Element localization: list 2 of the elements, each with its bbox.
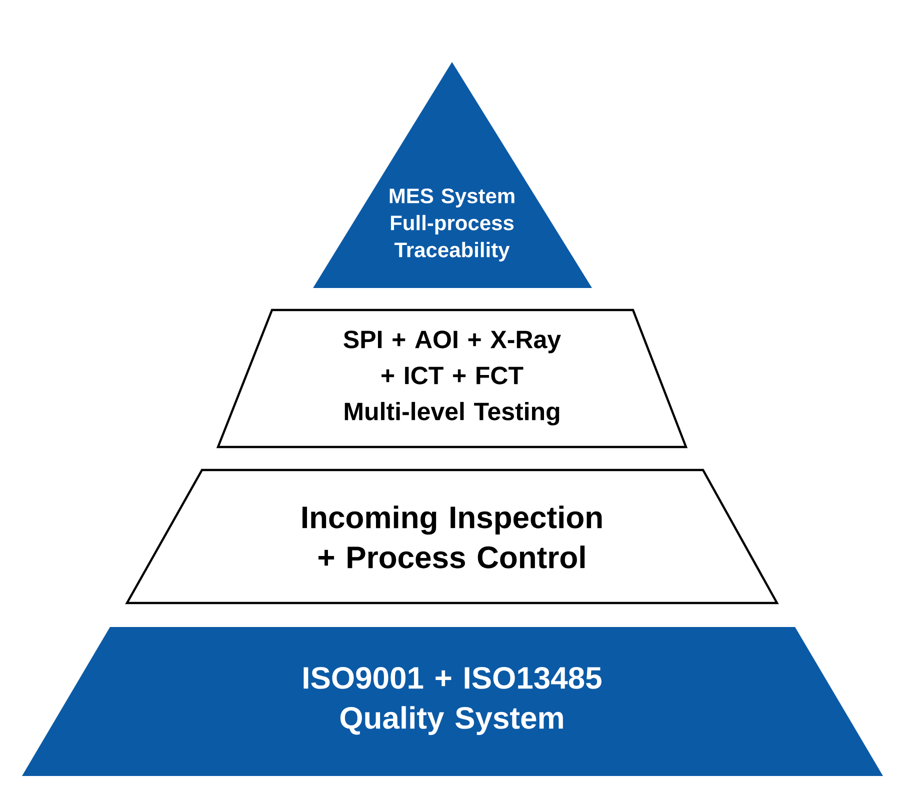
pyramid-base: ISO9001 + ISO13485 Quality System xyxy=(22,626,883,776)
pyramid-apex: MES System Full-process Traceability xyxy=(313,62,592,288)
